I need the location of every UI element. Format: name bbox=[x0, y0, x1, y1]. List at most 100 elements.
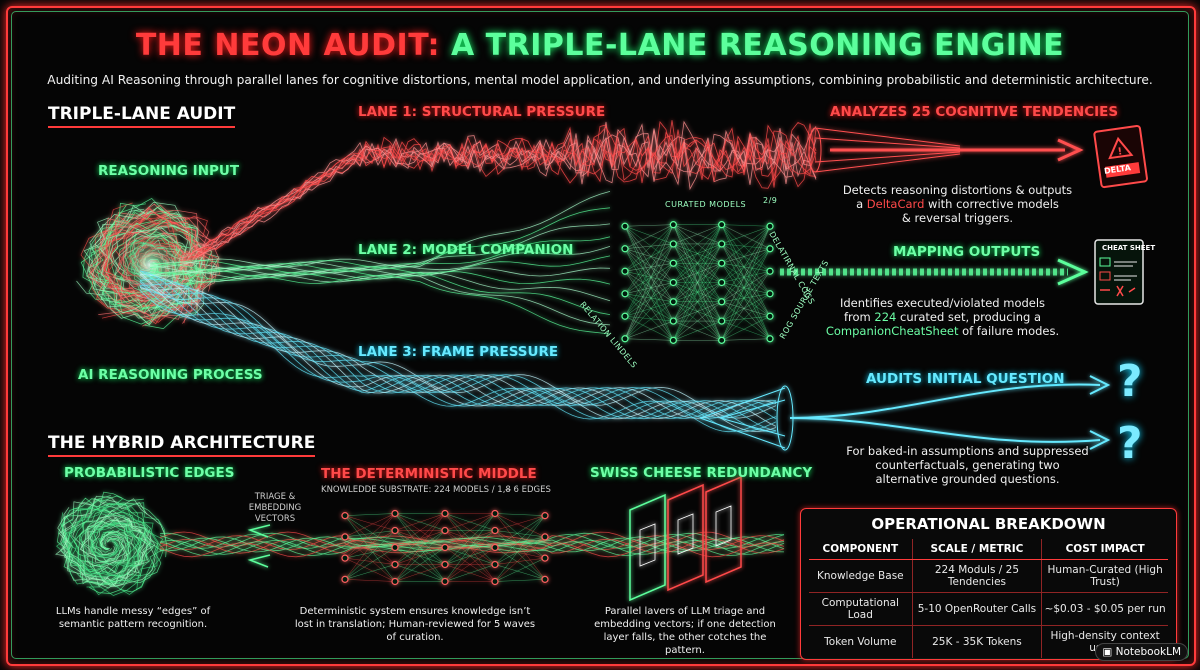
det-network-edge bbox=[494, 513, 546, 580]
cheatsheet-term: CompanionCheatSheet bbox=[825, 324, 959, 338]
network-node bbox=[766, 267, 774, 275]
network-edge bbox=[721, 282, 771, 294]
network-edge bbox=[721, 243, 771, 272]
network-edge bbox=[624, 243, 674, 294]
network-edge bbox=[721, 243, 771, 339]
lane2-desc-post: curated set, producing a bbox=[900, 310, 1042, 324]
lane1-desc-line1: Detects reasoning distortions & outputs bbox=[842, 183, 1073, 197]
network-edge bbox=[721, 293, 771, 303]
deterministic-network bbox=[341, 509, 549, 586]
det-network-edge bbox=[344, 530, 396, 559]
det-network-edge bbox=[344, 513, 396, 516]
network-node bbox=[669, 221, 677, 229]
det-network-edge bbox=[344, 536, 396, 548]
stream-strand bbox=[139, 283, 777, 419]
page-subtitle: Auditing AI Reasoning through parallel l… bbox=[47, 73, 1153, 87]
middle-description: Deterministic system ensures knowledge i… bbox=[294, 606, 536, 643]
network-node bbox=[766, 290, 774, 298]
det-network-edge bbox=[494, 564, 546, 580]
network-edge bbox=[721, 271, 771, 341]
stream-strand bbox=[149, 275, 611, 335]
lane2-desc-post2: of failure modes. bbox=[962, 324, 1060, 338]
network-edge bbox=[721, 263, 771, 339]
lane3-description: For baked-in assumptions and suppressed … bbox=[846, 444, 1089, 486]
stream-strand bbox=[149, 267, 611, 277]
network-edge bbox=[721, 224, 771, 317]
det-network-edge bbox=[494, 515, 546, 582]
det-network-edge bbox=[494, 515, 546, 565]
network-edge bbox=[673, 224, 722, 245]
network-edge bbox=[721, 248, 771, 264]
det-network-node bbox=[491, 526, 499, 535]
lane2-green-stream bbox=[149, 191, 611, 335]
network-node bbox=[621, 335, 629, 343]
knowledge-substrate-label: KNOWLEDDE SUBSTRATE: 224 MODELS / 1,8̶ 6… bbox=[321, 485, 551, 495]
lane2-description: Identifies executed/violated models from… bbox=[815, 296, 1070, 338]
det-network-node bbox=[441, 560, 449, 569]
vortex-core-glow bbox=[120, 235, 180, 295]
column-header: SCALE / METRIC bbox=[911, 539, 1042, 560]
det-network-edge bbox=[444, 513, 496, 582]
probabilistic-vortex bbox=[55, 491, 167, 596]
question-mark-2: ? bbox=[1117, 418, 1143, 469]
det-network-edge bbox=[494, 557, 546, 565]
waveform-strand bbox=[179, 126, 817, 265]
network-edge bbox=[624, 248, 674, 264]
waveform-strand bbox=[179, 120, 817, 258]
network-node bbox=[669, 259, 677, 267]
stream-strand bbox=[149, 270, 611, 302]
network-edge bbox=[624, 243, 674, 317]
swiss-description: Parallel lavers of LLM triage and embedd… bbox=[594, 606, 776, 656]
deterministic-middle-label: THE DETERMINISTIC MIDDLE bbox=[321, 466, 537, 482]
network-edge bbox=[721, 226, 771, 322]
det-network-edge bbox=[494, 530, 546, 538]
det-network-node bbox=[391, 509, 399, 518]
det-network-edge bbox=[444, 547, 496, 582]
network-edge bbox=[624, 263, 674, 317]
waveform-strand bbox=[179, 131, 817, 271]
det-network-edge bbox=[444, 564, 496, 582]
lane3-split-arrows bbox=[789, 375, 1111, 450]
network-node bbox=[718, 317, 726, 325]
network-node bbox=[621, 222, 629, 230]
network-node bbox=[669, 336, 677, 344]
network-edge bbox=[624, 224, 674, 272]
network-edge bbox=[624, 282, 674, 294]
network-node bbox=[766, 222, 774, 230]
network-edge bbox=[624, 226, 674, 302]
network-edge bbox=[721, 271, 771, 283]
operational-table: COMPONENT SCALE / METRIC COST IMPACT Kno… bbox=[809, 539, 1168, 658]
triage-vectors-label: TRIAGE & EMBEDDING VECTORS bbox=[248, 492, 302, 524]
stream-strand bbox=[139, 290, 777, 433]
network-edge bbox=[721, 226, 771, 302]
hybrid-strand bbox=[159, 538, 785, 554]
network-edge bbox=[624, 282, 674, 317]
waveform-strand bbox=[179, 126, 817, 269]
network-edge bbox=[624, 263, 674, 294]
network-node bbox=[718, 240, 726, 248]
det-network-node bbox=[541, 554, 549, 562]
lane3-output-label: AUDITS INITIAL QUESTION bbox=[866, 371, 1065, 387]
network-edge bbox=[721, 248, 771, 283]
network-node bbox=[766, 312, 774, 320]
network-edge bbox=[673, 224, 722, 264]
network-edge bbox=[673, 224, 722, 302]
network-edge bbox=[624, 243, 674, 339]
triage-arrow bbox=[247, 554, 271, 568]
network-edge bbox=[721, 320, 771, 339]
network-edge bbox=[624, 226, 674, 322]
waveform-strand bbox=[179, 124, 817, 264]
deltacard-term: DeltaCard bbox=[866, 197, 925, 211]
table-cell: 25K - 35K Tokens bbox=[911, 625, 1042, 658]
nn-label-curated-models: CURATED MODELS bbox=[665, 200, 747, 209]
title-part-red: THE NEON AUDIT: bbox=[135, 28, 441, 63]
column-header: COMPONENT bbox=[809, 539, 913, 560]
det-network-edge bbox=[494, 513, 546, 559]
network-node bbox=[621, 312, 629, 320]
det-network-node bbox=[391, 543, 399, 552]
det-network-edge bbox=[444, 513, 496, 565]
det-network-edge bbox=[494, 513, 546, 538]
network-edge bbox=[624, 248, 674, 322]
stream-strand bbox=[139, 270, 777, 432]
outer-neon-frame bbox=[6, 6, 1196, 666]
